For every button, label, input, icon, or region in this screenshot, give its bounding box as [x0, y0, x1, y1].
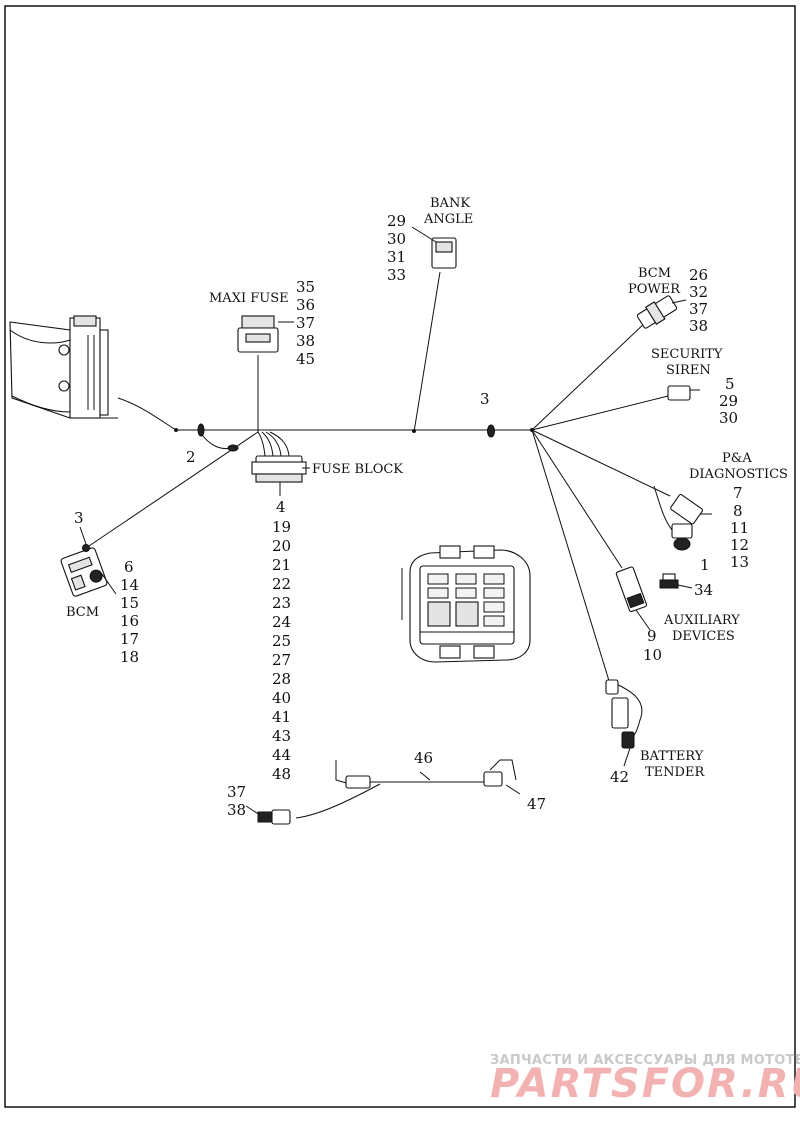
maxi-fuse-callout-35: 35 — [296, 278, 315, 296]
bank-angle-label-2: ANGLE — [423, 212, 473, 227]
security-siren-callout-5: 5 — [725, 375, 735, 393]
auxiliary-callout-9: 9 — [647, 627, 657, 645]
battery-tender-callout-42: 42 — [610, 768, 629, 786]
battery-tender-lead — [605, 679, 643, 767]
fuse-block-callout: 44 — [272, 746, 291, 764]
pa-diagnostics-label-1: P&A — [722, 451, 752, 466]
fuse-block-callouts: 4 19 20 21 22 23 24 25 27 28 40 41 43 44… — [272, 498, 291, 783]
fuse-block-callout: 41 — [272, 708, 291, 726]
bcm-callout-17: 17 — [120, 630, 139, 648]
bank-angle-callout-30: 30 — [387, 230, 406, 248]
bank-angle-callout-29: 29 — [387, 212, 406, 230]
bank-angle-label-1: BANK — [430, 196, 470, 211]
bcm-power-label-2: POWER — [628, 282, 681, 297]
bcm-callout-6: 6 — [124, 558, 134, 576]
auxiliary-devices-connector — [615, 566, 651, 631]
bcm-power-callout-38: 38 — [689, 317, 708, 335]
bcm-callout-16: 16 — [120, 612, 139, 630]
extension-cable — [245, 759, 521, 825]
extension-left-callout-38: 38 — [227, 801, 246, 819]
bcm-callout-15: 15 — [120, 594, 139, 612]
cap-callout-34: 34 — [694, 581, 713, 599]
maxi-fuse-callout-45: 45 — [296, 350, 315, 368]
bcm-top-callout-3: 3 — [74, 509, 84, 527]
connector-cap — [659, 573, 693, 589]
maxi-fuse-label: MAXI FUSE — [209, 291, 289, 306]
clip-left — [197, 423, 239, 452]
fuse-block-callout: 21 — [272, 556, 291, 574]
fuse-block-callout: 25 — [272, 632, 291, 650]
bcm-callout-14: 14 — [120, 576, 139, 594]
fuse-block-callout: 43 — [272, 727, 291, 745]
pa-callout-12: 12 — [730, 536, 749, 554]
frame-bracket — [9, 315, 118, 419]
fuse-block-callout: 28 — [272, 670, 291, 688]
fuse-block-callout: 19 — [272, 518, 291, 536]
bcm-power-callout-32: 32 — [689, 283, 708, 301]
security-siren-callout-29: 29 — [719, 392, 738, 410]
clip-right-callout-3: 3 — [480, 390, 490, 408]
pa-callout-13: 13 — [730, 553, 749, 571]
pa-connector-callout-1: 1 — [700, 556, 710, 574]
fuse-block-callout: 20 — [272, 537, 291, 555]
security-siren-connector — [667, 385, 700, 401]
bank-angle-sensor — [411, 226, 457, 269]
extension-right-callout-47: 47 — [527, 795, 546, 813]
battery-tender-label-1: BATTERY — [640, 749, 704, 764]
pa-callout-11: 11 — [730, 519, 749, 537]
fuse-block-callout: 24 — [272, 613, 291, 631]
watermark-tagline: ЗАПЧАСТИ И АКСЕССУАРЫ ДЛЯ МОТОТЕХНИКИ — [490, 1053, 800, 1068]
fuse-block-label: FUSE BLOCK — [312, 462, 403, 477]
extension-cable-callout-46: 46 — [414, 749, 433, 767]
fuse-block-callout: 40 — [272, 689, 291, 707]
security-siren-callout-30: 30 — [719, 409, 738, 427]
fuse-block-callout: 23 — [272, 594, 291, 612]
fuse-block-callout: 22 — [272, 575, 291, 593]
fuse-block-detail — [401, 545, 531, 663]
clip-left-callout-2: 2 — [186, 448, 196, 466]
bcm-module — [60, 526, 117, 597]
auxiliary-devices-label-2: DEVICES — [672, 629, 735, 644]
bank-angle-callout-31: 31 — [387, 248, 406, 266]
security-siren-label-1: SECURITY — [651, 347, 723, 362]
extension-left-callout-37: 37 — [227, 783, 246, 801]
bcm-power-label-1: BCM — [638, 266, 671, 281]
pa-callout-7: 7 — [733, 484, 743, 502]
harness-wires — [85, 271, 671, 685]
battery-tender-label-2: TENDER — [645, 765, 705, 780]
maxi-fuse-callout-37: 37 — [296, 314, 315, 332]
bcm-power-callout-26: 26 — [689, 266, 708, 284]
watermark-logo: PARTSFOR.RU — [490, 1061, 800, 1107]
fuse-block-callout: 48 — [272, 765, 291, 783]
security-siren-label-2: SIREN — [666, 363, 711, 378]
fuse-block — [251, 455, 310, 496]
maxi-fuse — [237, 315, 294, 353]
maxi-fuse-callout-38: 38 — [296, 332, 315, 350]
pa-callout-8: 8 — [733, 502, 743, 520]
fuse-block-callout: 27 — [272, 651, 291, 669]
auxiliary-devices-label-1: AUXILIARY — [663, 613, 740, 628]
bank-angle-callout-33: 33 — [387, 266, 406, 284]
clip-right — [487, 424, 495, 438]
page-frame — [4, 5, 796, 1108]
bcm-power-connector — [636, 295, 687, 329]
fuse-block-callout: 4 — [276, 498, 286, 516]
bcm-power-callout-37: 37 — [689, 300, 708, 318]
bcm-callout-18: 18 — [120, 648, 139, 666]
bcm-label: BCM — [66, 605, 99, 620]
auxiliary-callout-10: 10 — [643, 646, 662, 664]
pa-diagnostics-connector — [653, 485, 712, 551]
pa-diagnostics-label-2: DIAGNOSTICS — [689, 467, 788, 482]
maxi-fuse-callout-36: 36 — [296, 296, 315, 314]
